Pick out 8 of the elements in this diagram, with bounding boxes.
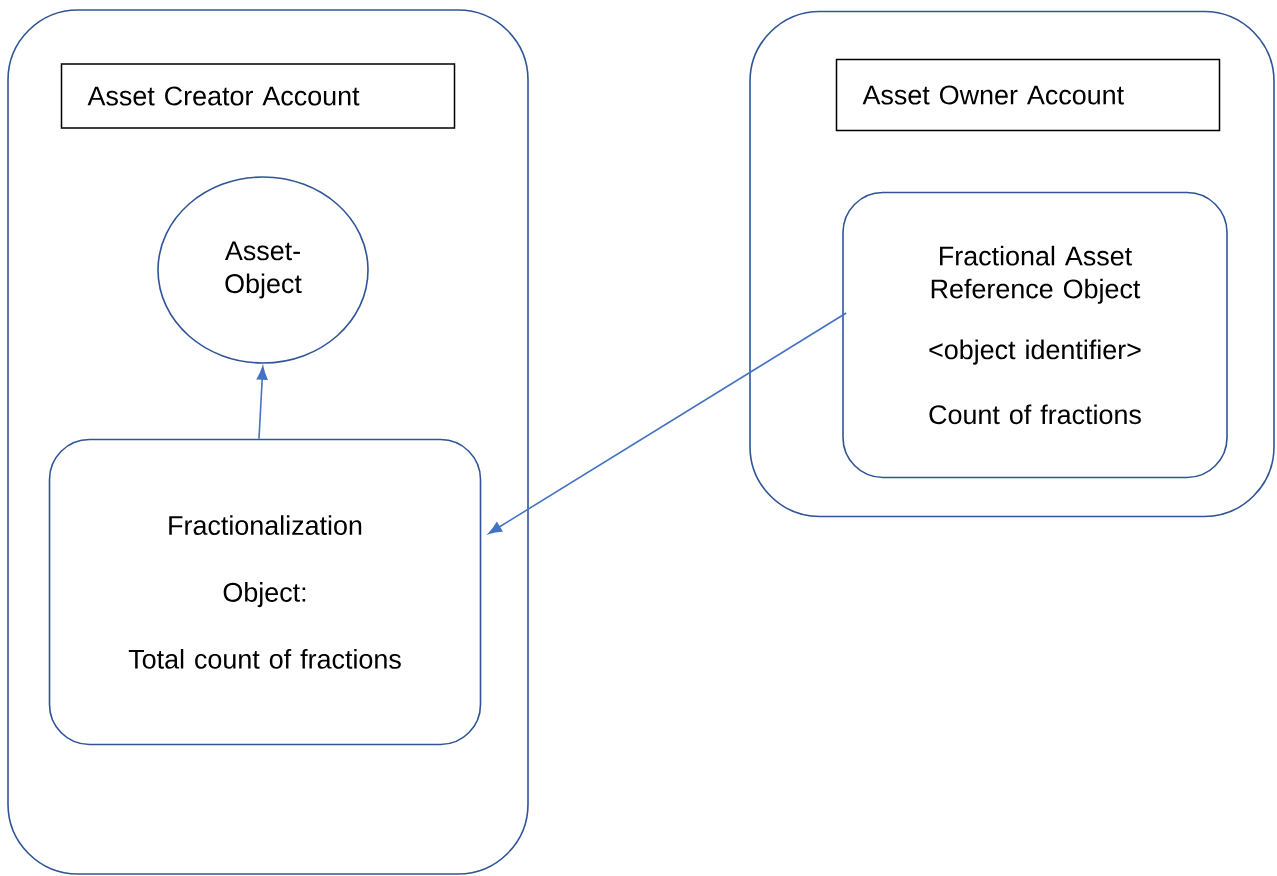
arrow [256,366,268,440]
title-box: Asset Owner Account [835,58,1221,132]
object-box: Fractionalization Object: Total count of fractions [48,438,482,746]
arrow [488,312,847,535]
account-container [7,9,529,875]
object-box: Fractional Asset Reference Object <object identifier> Count of fractions [842,191,1228,479]
account-container [749,10,1275,518]
title-box: Asset Creator Account [60,63,456,129]
